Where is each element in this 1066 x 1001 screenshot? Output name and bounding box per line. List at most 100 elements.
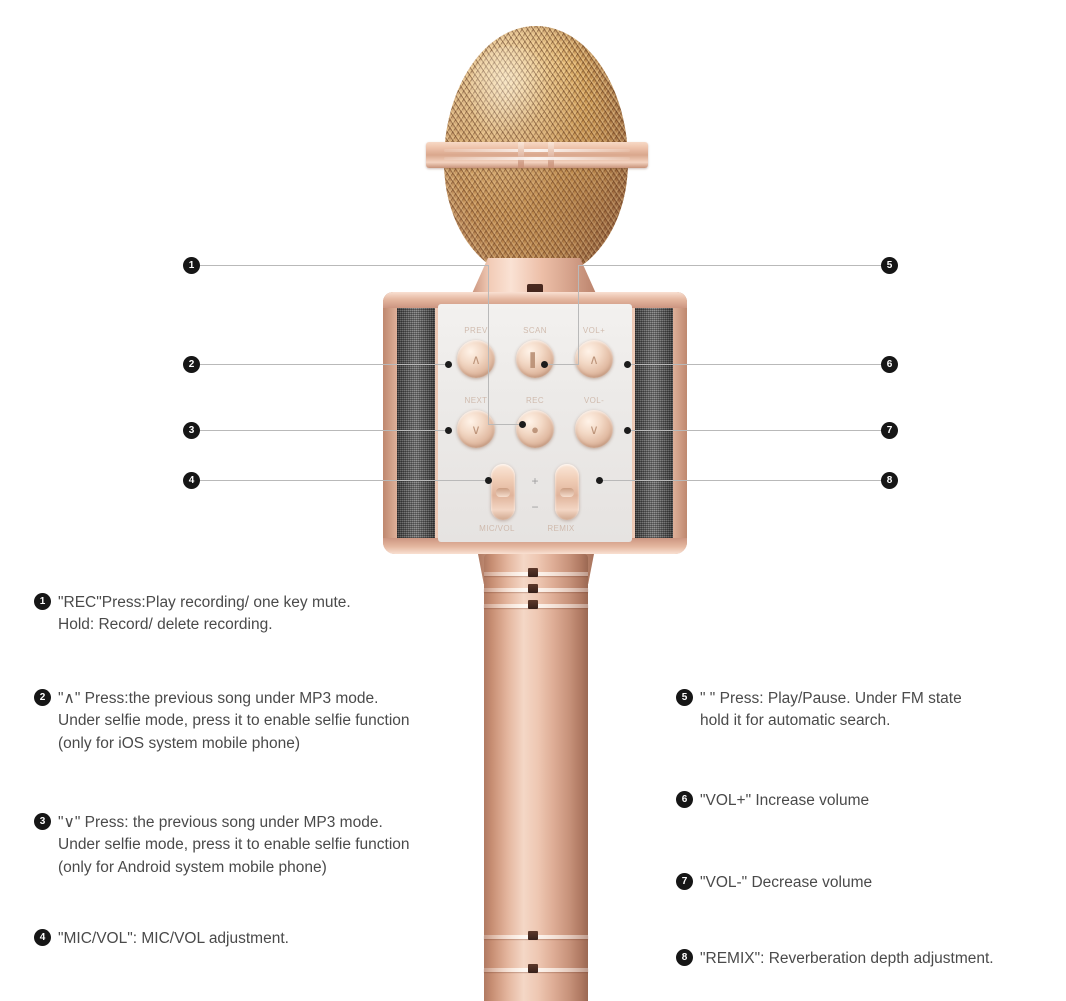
chevron-up-icon: ∧ xyxy=(589,351,599,367)
speaker-grille-right xyxy=(635,308,673,538)
handle-ring xyxy=(484,604,588,608)
handle-ring-dot xyxy=(528,568,538,577)
button-label-prev: PREV xyxy=(464,326,488,335)
leader-5-horizontal xyxy=(578,265,883,266)
handle-ring-dot xyxy=(528,584,538,593)
legend-badge-5: 5 xyxy=(676,689,693,706)
microphone-head-mesh xyxy=(444,26,628,278)
head-decorative-band xyxy=(426,142,648,168)
leader-8-horizontal xyxy=(600,480,883,481)
leader-5-vertical xyxy=(578,265,579,365)
legend-badge-3: 3 xyxy=(34,813,51,830)
microphone-control-body: PREV ∧ SCAN ▌ VOL+ ∧ NEXT ∨ REC xyxy=(383,292,687,554)
legend-item-2: 2 "∧" Press:the previous song under MP3 … xyxy=(34,688,474,755)
legend-text-2: "∧" Press:the previous song under MP3 mo… xyxy=(58,690,410,752)
legend-text-3: "∨" Press: the previous song under MP3 m… xyxy=(58,814,410,876)
handle-ring xyxy=(484,572,588,576)
control-faceplate: PREV ∧ SCAN ▌ VOL+ ∧ NEXT ∨ REC xyxy=(438,304,632,542)
legend-text-8: "REMIX": Reverberation depth adjustment. xyxy=(700,950,994,967)
legend-badge-8: 8 xyxy=(676,949,693,966)
legend-text-5: " " Press: Play/Pause. Under FM state ho… xyxy=(700,690,962,730)
speaker-grille-left xyxy=(397,308,435,538)
play-pause-icon: ▌ xyxy=(530,351,540,367)
leader-2-horizontal xyxy=(200,364,448,365)
handle-ring xyxy=(484,588,588,592)
band-notch xyxy=(518,142,524,168)
leader-4-endpoint xyxy=(485,477,492,484)
leader-5-connector xyxy=(545,364,579,365)
callout-badge-5[interactable]: 5 xyxy=(881,257,898,274)
slider-mic-vol[interactable] xyxy=(491,464,515,520)
leader-1-vertical xyxy=(488,265,489,425)
leader-2-endpoint xyxy=(445,361,452,368)
legend-text-4: "MIC/VOL": MIC/VOL adjustment. xyxy=(58,930,289,947)
slider-label-remix: REMIX xyxy=(547,524,575,533)
leader-5-endpoint xyxy=(541,361,548,368)
callout-badge-4[interactable]: 4 xyxy=(183,472,200,489)
legend-badge-7: 7 xyxy=(676,873,693,890)
minus-mark: − xyxy=(531,500,539,514)
callout-badge-2[interactable]: 2 xyxy=(183,356,200,373)
leader-1-endpoint xyxy=(519,421,526,428)
button-label-rec: REC xyxy=(525,396,545,405)
button-label-vol-down: VOL- xyxy=(583,396,605,405)
callout-badge-1[interactable]: 1 xyxy=(183,257,200,274)
chevron-down-icon: ∨ xyxy=(589,421,599,437)
plus-mark: + xyxy=(531,474,539,488)
legend-item-6: 6 "VOL+" Increase volume xyxy=(676,790,1066,812)
button-label-scan: SCAN xyxy=(523,326,547,335)
body-top-cap xyxy=(383,292,687,308)
head-shading xyxy=(444,26,628,278)
legend-item-1: 1 "REC"Press:Play recording/ one key mut… xyxy=(34,592,474,637)
leader-7-horizontal xyxy=(628,430,883,431)
handle-ring-dot xyxy=(528,600,538,609)
legend-badge-6: 6 xyxy=(676,791,693,808)
leader-6-endpoint xyxy=(624,361,631,368)
handle-ring xyxy=(484,968,588,972)
legend-text-1: "REC"Press:Play recording/ one key mute.… xyxy=(58,594,351,634)
record-icon: ● xyxy=(531,421,539,437)
leader-3-horizontal xyxy=(200,430,448,431)
handle-ring-dot xyxy=(528,964,538,973)
button-scan[interactable]: ▌ xyxy=(516,340,554,378)
callout-badge-6[interactable]: 6 xyxy=(881,356,898,373)
legend-item-3: 3 "∨" Press: the previous song under MP3… xyxy=(34,812,474,879)
handle-ring-dot xyxy=(528,931,538,940)
legend-badge-2: 2 xyxy=(34,689,51,706)
leader-6-horizontal xyxy=(628,364,883,365)
legend-item-7: 7 "VOL-" Decrease volume xyxy=(676,872,1066,894)
button-label-next: NEXT xyxy=(464,396,488,405)
chevron-down-icon: ∨ xyxy=(471,421,481,437)
button-prev[interactable]: ∧ xyxy=(457,340,495,378)
legend-text-6: "VOL+" Increase volume xyxy=(700,792,870,809)
button-rec[interactable]: ● xyxy=(516,410,554,448)
handle-taper xyxy=(478,554,594,584)
body-bottom-cap xyxy=(383,538,687,554)
chevron-up-icon: ∧ xyxy=(471,351,481,367)
button-vol-down[interactable]: ∨ xyxy=(575,410,613,448)
callout-badge-8[interactable]: 8 xyxy=(881,472,898,489)
handle-ring xyxy=(484,935,588,939)
legend-badge-1: 1 xyxy=(34,593,51,610)
button-vol-up[interactable]: ∧ xyxy=(575,340,613,378)
mesh-texture xyxy=(444,26,628,278)
callout-badge-7[interactable]: 7 xyxy=(881,422,898,439)
legend-badge-4: 4 xyxy=(34,929,51,946)
slider-remix[interactable] xyxy=(555,464,579,520)
legend-text-7: "VOL-" Decrease volume xyxy=(700,874,873,891)
head-highlight xyxy=(469,46,551,137)
callout-badge-3[interactable]: 3 xyxy=(183,422,200,439)
band-notch xyxy=(548,142,554,168)
legend-item-4: 4 "MIC/VOL": MIC/VOL adjustment. xyxy=(34,928,474,950)
neck-slot xyxy=(527,284,543,314)
leader-1-connector xyxy=(488,424,523,425)
button-next[interactable]: ∨ xyxy=(457,410,495,448)
leader-1-horizontal xyxy=(200,265,488,266)
leader-3-endpoint xyxy=(445,427,452,434)
leader-4-horizontal xyxy=(200,480,488,481)
leader-8-endpoint xyxy=(596,477,603,484)
legend-item-8: 8 "REMIX": Reverberation depth adjustmen… xyxy=(676,948,1066,970)
leader-7-endpoint xyxy=(624,427,631,434)
legend-item-5: 5 " " Press: Play/Pause. Under FM state … xyxy=(676,688,1066,733)
